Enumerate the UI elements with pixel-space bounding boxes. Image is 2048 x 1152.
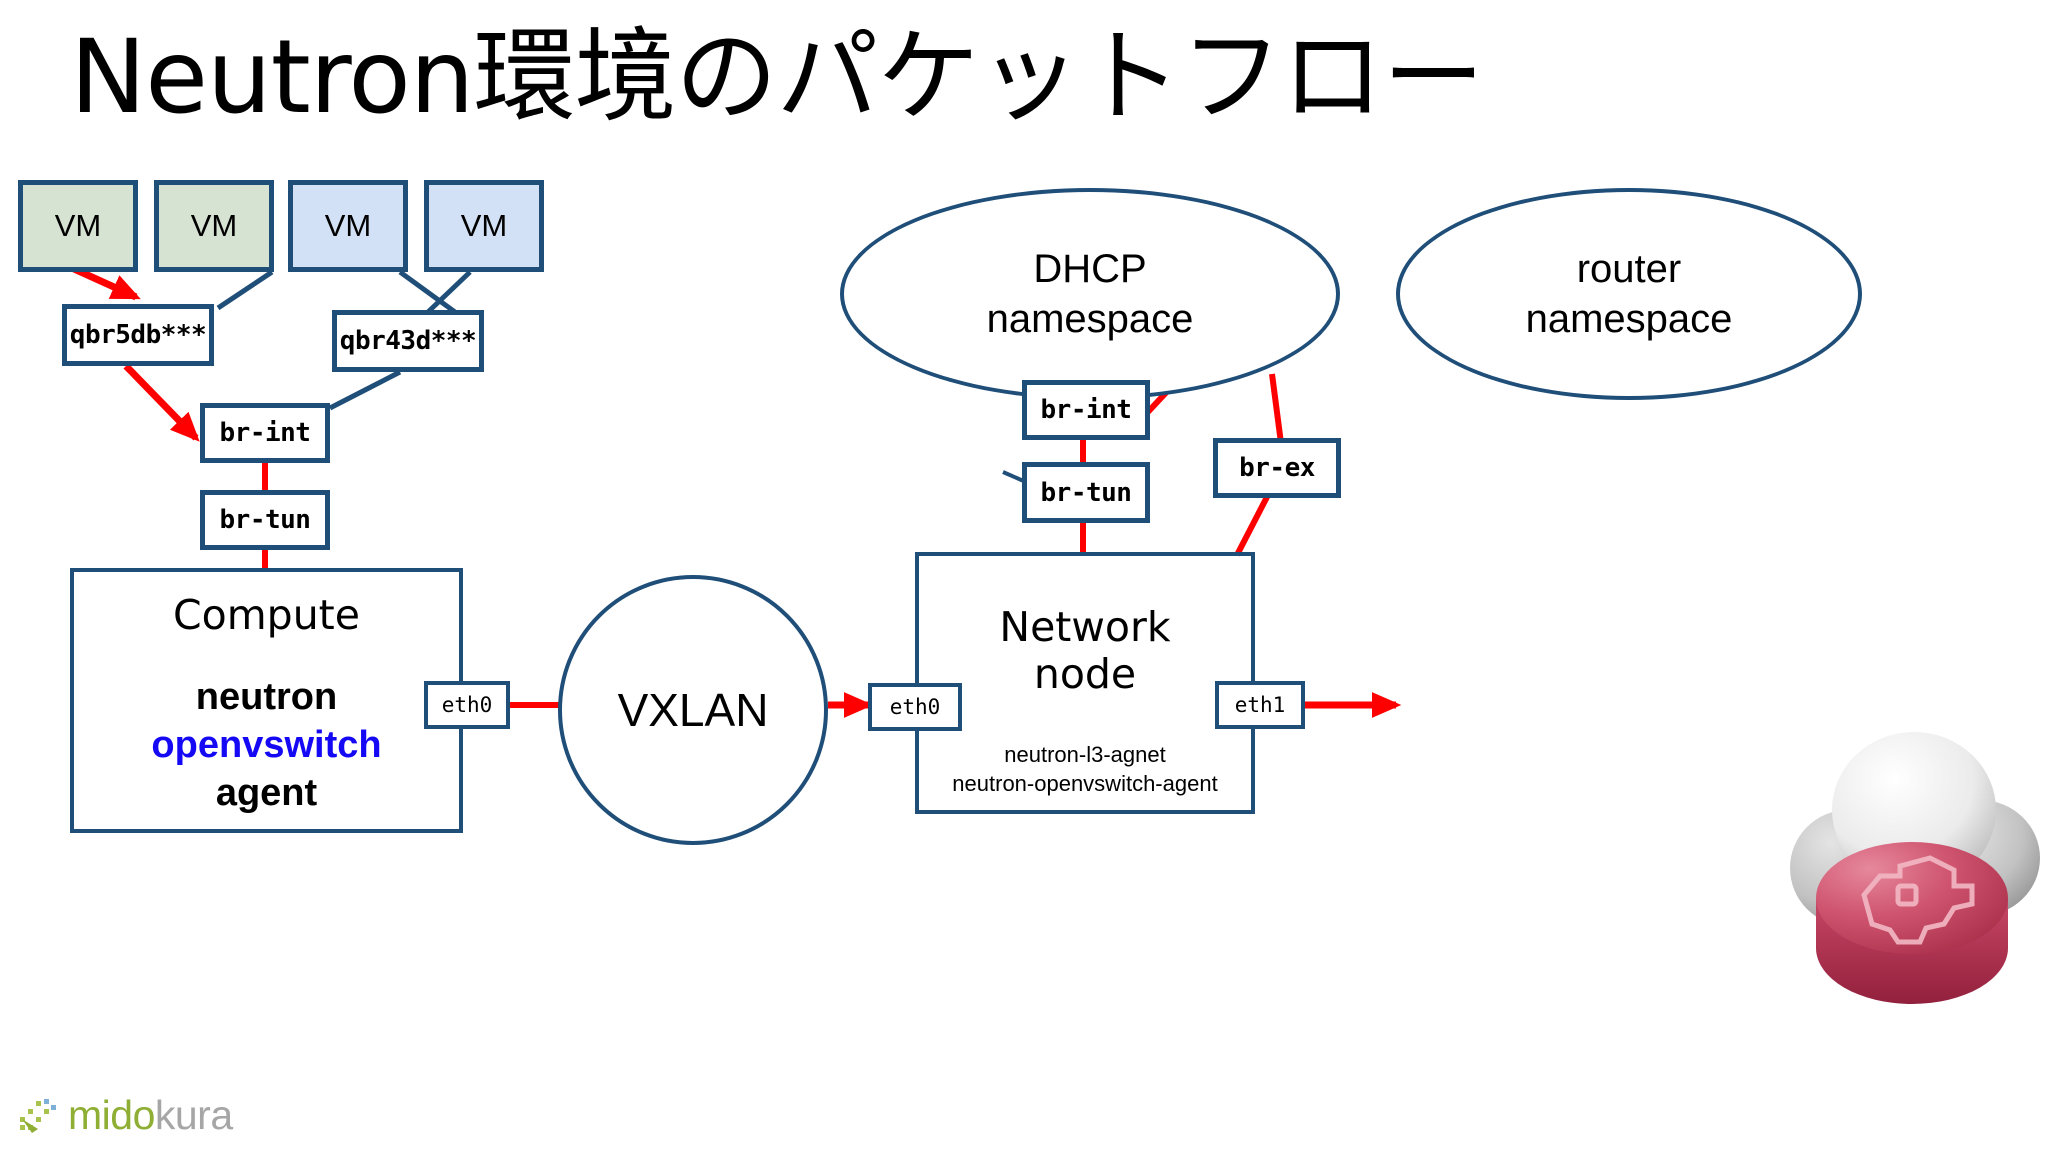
bridge-label: br-tun	[1040, 477, 1132, 508]
flow-qbr5db-brint	[123, 363, 200, 442]
nic-label: eth1	[1234, 693, 1286, 717]
network-node-title: Network node	[919, 603, 1251, 699]
midokura-logo: midokura	[18, 1088, 233, 1142]
logo-part-kura: kura	[154, 1091, 233, 1138]
bridge-box-br-tun-compute[interactable]: br-tun	[200, 490, 330, 550]
vm-label: VM	[190, 208, 238, 243]
agent-line-neutron: neutron	[195, 676, 338, 718]
nic-box-compute-eth0[interactable]: eth0	[424, 681, 510, 729]
dhcp-namespace-ellipse[interactable]: DHCP namespace	[840, 188, 1340, 400]
bridge-label: qbr43d***	[339, 326, 477, 356]
nic-box-network-eth1[interactable]: eth1	[1215, 681, 1305, 729]
bridge-box-qbr5db[interactable]: qbr5db***	[62, 304, 214, 366]
vm-box-3[interactable]: VM	[288, 180, 408, 272]
link-vm3-qbr43d	[398, 269, 457, 315]
bridge-label: br-int	[219, 418, 311, 448]
flow-brex-networknode	[1234, 493, 1271, 557]
bridge-box-br-int-network[interactable]: br-int	[1022, 380, 1150, 440]
vm-box-1[interactable]: VM	[18, 180, 138, 272]
vm-box-2[interactable]: VM	[154, 180, 274, 272]
vxlan-label: VXLAN	[617, 684, 769, 736]
dhcp-namespace-line1: DHCP	[1033, 247, 1147, 291]
vm-label: VM	[324, 208, 372, 243]
bridge-label: br-int	[1040, 395, 1132, 425]
link-vm2-qbr5db	[216, 269, 274, 311]
vxlan-circle[interactable]: VXLAN	[558, 575, 828, 845]
router-namespace-line2: namespace	[1525, 297, 1733, 341]
bridge-box-br-tun-network[interactable]: br-tun	[1022, 462, 1150, 523]
network-node-host-box[interactable]: Network node neutron-l3-agnet neutron-op…	[915, 552, 1255, 814]
nic-box-network-eth0[interactable]: eth0	[868, 683, 962, 731]
bridge-label: br-tun	[219, 505, 311, 535]
midokura-mark-icon	[20, 1099, 56, 1133]
link-vm4-qbr43d	[426, 270, 472, 314]
agent-line-openvswitch: openvswitch	[151, 723, 382, 766]
compute-host-title: Compute	[173, 591, 360, 639]
compute-host-box[interactable]: Compute neutron openvswitch agent	[70, 568, 463, 833]
network-node-title-line2: node	[1033, 650, 1137, 699]
router-namespace-line1: router	[1576, 247, 1682, 291]
nic-label: eth0	[441, 693, 493, 717]
network-node-title-line1: Network	[999, 603, 1171, 651]
bridge-box-br-int-compute[interactable]: br-int	[200, 403, 330, 463]
vm-label: VM	[54, 208, 102, 243]
page-title: Neutron環境のパケットフロー	[70, 18, 1484, 137]
network-node-services: neutron-l3-agnet neutron-openvswitch-age…	[919, 741, 1251, 798]
bridge-label: qbr5db***	[69, 320, 207, 350]
link-qbr43d-brint	[328, 369, 402, 411]
bridge-box-br-ex[interactable]: br-ex	[1213, 438, 1341, 498]
bridge-label: br-ex	[1239, 453, 1315, 483]
vm-box-4[interactable]: VM	[424, 180, 544, 272]
flow-routerns-brex	[1269, 373, 1284, 444]
bridge-box-qbr43d[interactable]: qbr43d***	[332, 310, 484, 372]
compute-agent-stack: neutron openvswitch agent	[74, 674, 459, 818]
logo-part-mido: mido	[68, 1091, 155, 1138]
service-ovs-agent: neutron-openvswitch-agent	[952, 770, 1218, 796]
midokura-wordmark: midokura	[68, 1092, 233, 1139]
cloud-icon	[1790, 732, 2040, 1004]
agent-line-agent: agent	[215, 771, 318, 814]
vm-label: VM	[460, 208, 508, 243]
dhcp-namespace-line2: namespace	[986, 297, 1194, 341]
flow-vm1-qbr5db	[70, 264, 141, 301]
router-namespace-ellipse[interactable]: router namespace	[1396, 188, 1862, 400]
nic-label: eth0	[889, 695, 941, 719]
service-l3-agent: neutron-l3-agnet	[1004, 742, 1166, 767]
